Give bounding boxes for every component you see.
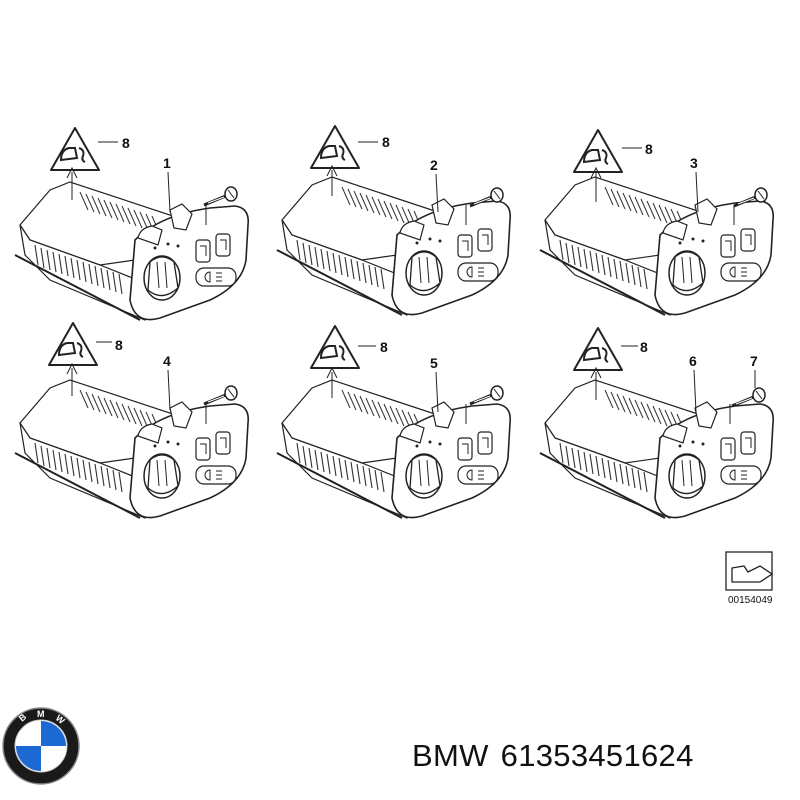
svg-text:M: M xyxy=(37,709,45,719)
warning-triangle-icon xyxy=(573,327,623,371)
warning-triangle-icon xyxy=(310,125,360,169)
bmw-logo-icon: B M W xyxy=(2,707,80,785)
svg-text:B: B xyxy=(17,711,29,723)
warning-callout: 8 xyxy=(115,337,123,353)
screw-icon xyxy=(202,185,239,207)
module-group-3: 8 3 xyxy=(539,129,775,316)
arrow-up-icon xyxy=(66,362,78,375)
part-number: 61353451624 xyxy=(500,738,694,773)
part-caption: BMW 61353451624 xyxy=(412,738,706,774)
screw-icon xyxy=(202,384,239,406)
warning-triangle-icon xyxy=(50,127,100,171)
brand-name: BMW xyxy=(412,738,489,773)
arrow-up-icon xyxy=(66,166,78,179)
module-group-1: 8 1 xyxy=(14,127,250,321)
module-group-2: 8 2 xyxy=(276,125,512,316)
light-switch-module xyxy=(539,379,775,519)
warning-triangle-icon xyxy=(48,322,98,366)
warning-callout: 8 xyxy=(380,339,388,355)
screw-icon xyxy=(468,384,505,406)
part-callout: 1 xyxy=(163,155,171,171)
arrow-up-icon xyxy=(326,366,338,379)
screw-callout: 7 xyxy=(750,353,758,369)
arrow-up-icon xyxy=(590,166,602,179)
light-switch-module xyxy=(276,176,512,316)
direction-symbol-icon xyxy=(725,551,774,591)
part-callout: 2 xyxy=(430,157,438,173)
module-group-5: 8 5 xyxy=(276,325,512,519)
warning-callout: 8 xyxy=(640,339,648,355)
arrow-up-icon xyxy=(590,366,602,379)
arrow-up-icon xyxy=(326,164,338,177)
warning-triangle-icon xyxy=(573,129,623,173)
light-switch-module xyxy=(539,176,775,316)
module-group-6: 8 6 7 xyxy=(539,327,775,519)
part-callout: 5 xyxy=(430,355,438,371)
warning-callout: 8 xyxy=(645,141,653,157)
warning-callout: 8 xyxy=(382,134,390,150)
module-group-4: 8 4 xyxy=(14,322,250,519)
part-callout: 3 xyxy=(690,155,698,171)
part-callout: 6 xyxy=(689,353,697,369)
part-callout: 4 xyxy=(163,353,171,369)
warning-callout: 8 xyxy=(122,135,130,151)
reference-code: 00154049 xyxy=(728,595,773,606)
warning-triangle-icon xyxy=(310,325,360,369)
